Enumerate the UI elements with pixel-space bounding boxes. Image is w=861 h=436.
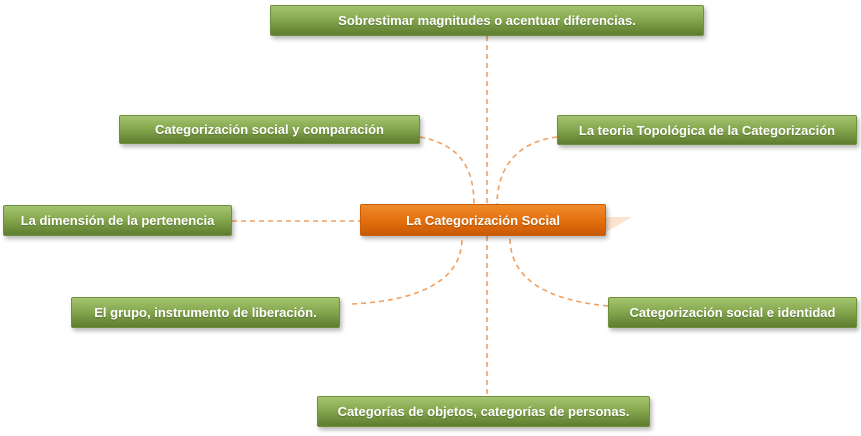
center-node-shadow [604,217,632,233]
node-upper-right-label: La teoria Topológica de la Categorizació… [578,122,836,138]
node-upper-left[interactable]: Categorización social y comparación [119,115,420,144]
node-left-label: La dimensión de la pertenencia [20,213,215,228]
center-node-label: La Categorización Social [406,212,560,228]
connector-lower-left [351,237,463,305]
node-lower-left[interactable]: El grupo, instrumento de liberación. [71,297,340,328]
connector-lower-right [509,237,609,307]
node-upper-left-label: Categorización social y comparación [154,122,385,137]
node-bottom[interactable]: Categorías de objetos, categorías de per… [317,396,650,427]
node-lower-right-label: Categorización social e identidad [629,305,836,320]
node-top-label: Sobrestimar magnitudes o acentuar difere… [338,13,636,28]
node-bottom-label: Categorías de objetos, categorías de per… [337,404,630,419]
connector-upper-left [419,136,475,206]
node-lower-left-label: El grupo, instrumento de liberación. [94,305,317,320]
node-top[interactable]: Sobrestimar magnitudes o acentuar difere… [270,5,704,36]
node-upper-right[interactable]: La teoria Topológica de la Categorizació… [557,115,857,145]
node-left[interactable]: La dimensión de la pertenencia [3,205,232,236]
connector-upper-right [496,136,558,206]
center-node[interactable]: La Categorización Social [360,204,606,236]
node-lower-right[interactable]: Categorización social e identidad [608,297,857,328]
